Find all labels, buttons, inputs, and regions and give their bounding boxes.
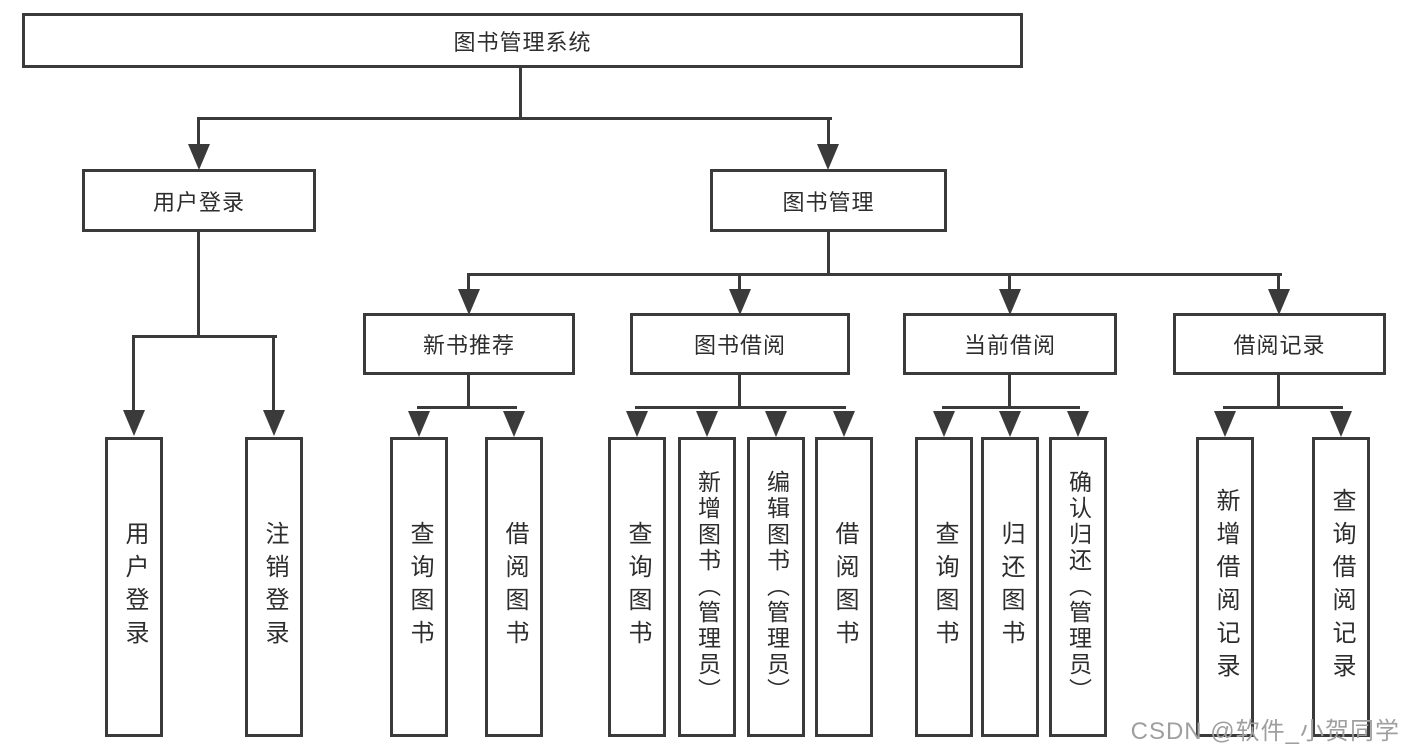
node-user-login: 用户登录 (82, 169, 316, 232)
arrow-down-icon (999, 289, 1021, 315)
connector-line (132, 335, 277, 338)
node-library-management-system: 图书管理系统 (22, 13, 1023, 68)
node-label: 用户登录 (152, 189, 245, 215)
leaf-label: 新增借阅记录 (1212, 488, 1239, 686)
arrow-down-icon (765, 411, 787, 437)
node-new-book-recommend: 新书推荐 (363, 313, 575, 375)
leaf-records-query-record: 查询借阅记录 (1312, 437, 1370, 737)
arrow-down-icon (123, 410, 145, 436)
leaf-borrowing-add-books-admin: 新增图书（管理员） (678, 437, 736, 737)
leaf-records-add-record: 新增借阅记录 (1196, 437, 1254, 737)
connector-line (1008, 375, 1011, 409)
leaf-label: 查询图书 (624, 521, 651, 653)
arrow-down-icon (1067, 411, 1089, 437)
connector-line (197, 117, 832, 120)
arrow-down-icon (626, 411, 648, 437)
node-label: 借阅记录 (1233, 333, 1326, 358)
leaf-logout: 注销登录 (245, 437, 303, 737)
leaf-label: 用户登录 (121, 521, 148, 653)
arrow-down-icon (696, 411, 718, 437)
leaf-label: 确认归还（管理员） (1065, 470, 1092, 704)
connector-line (272, 335, 275, 413)
node-book-borrowing: 图书借阅 (630, 313, 850, 375)
arrow-down-icon (1330, 411, 1352, 437)
connector-line (942, 406, 1080, 409)
connector-line (827, 232, 830, 276)
leaf-label: 查询图书 (406, 521, 433, 653)
leaf-label: 借阅图书 (831, 521, 858, 653)
connector-line (417, 406, 517, 409)
node-label: 图书管理系统 (453, 29, 592, 55)
leaf-current-query-books: 查询图书 (915, 437, 973, 737)
connector-line (519, 68, 522, 120)
node-label: 图书管理 (782, 189, 875, 215)
connector-line (1223, 406, 1343, 409)
node-label: 图书借阅 (693, 333, 786, 358)
connector-line (1277, 273, 1280, 293)
leaf-label: 新增图书（管理员） (694, 470, 721, 704)
leaf-label: 注销登录 (261, 521, 288, 653)
connector-line (1008, 273, 1011, 293)
connector-line (197, 232, 200, 338)
leaf-label: 借阅图书 (501, 521, 528, 653)
arrow-down-icon (188, 144, 210, 170)
leaf-label: 查询图书 (931, 521, 958, 653)
arrow-down-icon (503, 411, 525, 437)
node-label: 当前借阅 (963, 333, 1056, 358)
arrow-down-icon (263, 410, 285, 436)
arrow-down-icon (729, 289, 751, 315)
arrow-down-icon (817, 144, 839, 170)
arrow-down-icon (999, 411, 1021, 437)
connector-line (827, 117, 830, 147)
connector-line (467, 375, 470, 409)
arrow-down-icon (458, 289, 480, 315)
leaf-current-confirm-return-admin: 确认归还（管理员） (1049, 437, 1107, 737)
connector-line (635, 406, 846, 409)
node-borrowing-records: 借阅记录 (1173, 313, 1386, 375)
leaf-current-return-books: 归还图书 (981, 437, 1039, 737)
connector-line (738, 273, 741, 293)
node-book-management: 图书管理 (710, 169, 947, 232)
arrow-down-icon (833, 411, 855, 437)
leaf-label: 归还图书 (997, 521, 1024, 653)
arrow-down-icon (933, 411, 955, 437)
leaf-label: 编辑图书（管理员） (763, 470, 790, 704)
connector-line (1277, 375, 1280, 409)
leaf-borrowing-edit-books-admin: 编辑图书（管理员） (747, 437, 805, 737)
leaf-borrowing-query-books: 查询图书 (608, 437, 666, 737)
connector-line (467, 273, 1282, 276)
leaf-recommend-query-books: 查询图书 (390, 437, 448, 737)
connector-line (467, 273, 470, 293)
leaf-user-login: 用户登录 (105, 437, 163, 737)
connector-line (738, 375, 741, 409)
arrow-down-icon (408, 411, 430, 437)
arrow-down-icon (1214, 411, 1236, 437)
leaf-recommend-borrow-books: 借阅图书 (485, 437, 543, 737)
node-label: 新书推荐 (422, 333, 515, 358)
connector-line (197, 117, 200, 147)
node-current-borrowing: 当前借阅 (903, 313, 1117, 375)
arrow-down-icon (1268, 289, 1290, 315)
leaf-label: 查询借阅记录 (1328, 488, 1355, 686)
leaf-borrowing-borrow-books: 借阅图书 (815, 437, 873, 737)
csdn-watermark: CSDN @软件_小贺同学 (1130, 718, 1400, 745)
connector-line (132, 335, 135, 413)
